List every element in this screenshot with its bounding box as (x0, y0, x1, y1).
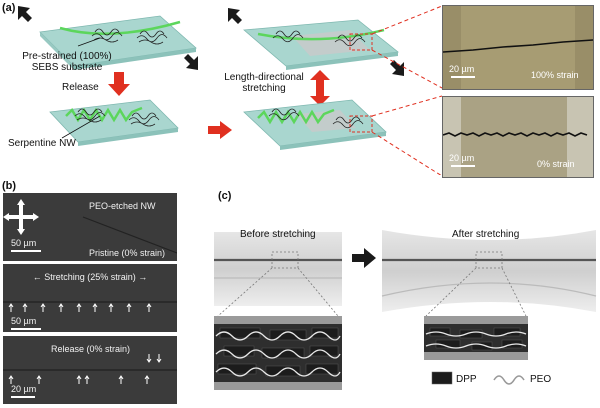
sem-caption: Release (0% strain) (51, 344, 131, 354)
substrate-top-right (243, 19, 399, 70)
dpp-legend-swatch (431, 371, 453, 385)
panel-a-letter: (a) (2, 2, 16, 14)
legend-peo-label: PEO (530, 374, 552, 385)
pull-arrow-icon (18, 6, 32, 22)
sem-release: Release (0% strain) 20 µm (3, 336, 177, 404)
sem-caption: ← Stretching (25% strain) → (32, 272, 148, 282)
sem-caption: Pristine (0% strain) (89, 248, 166, 258)
strain-label: 0% strain (537, 159, 575, 169)
substrate-bottom-left (49, 99, 179, 146)
panel-b-letter: (b) (2, 180, 17, 192)
zoom-lines (371, 5, 443, 175)
transition-arrow-icon (352, 248, 376, 268)
scale-label: 50 µm (11, 316, 37, 326)
scale-label: 50 µm (11, 238, 37, 248)
after-stretching-label: After stretching (452, 229, 520, 240)
legend-dpp-label: DPP (456, 374, 477, 385)
before-stretching-label: Before stretching (240, 229, 316, 240)
release-label: Release (62, 82, 99, 93)
pull-arrow-icon (390, 60, 404, 76)
sem-pristine: PEO-etched NW 50 µm Pristine (0% strain) (3, 193, 177, 261)
sem-title: PEO-etched NW (89, 201, 156, 211)
stretch-arrow-icon (310, 70, 330, 106)
stretch-label: Length-directional stretching (224, 72, 304, 94)
next-step-arrow-icon (208, 121, 232, 139)
scale-label: 20 µm (11, 384, 37, 394)
peo-legend-swatch (493, 375, 525, 385)
nanowire-arrows (8, 303, 152, 312)
substrate-top-left (39, 15, 197, 70)
scale-label: 20 µm (449, 64, 475, 74)
scale-label: 20 µm (449, 153, 475, 163)
serpentine-label: Serpentine NW (8, 138, 76, 149)
release-arrow-icon (108, 72, 130, 96)
micrograph-0-strain: 20 µm 0% strain (442, 96, 594, 178)
substrate-bottom-right (243, 99, 387, 150)
strain-label: 100% strain (531, 70, 579, 80)
panel-a-schematic (18, 5, 443, 175)
direction-cross-icon (3, 199, 39, 235)
substrate-label: Pre-strained (100%) SEBS substrate (22, 51, 112, 73)
panel-c-letter: (c) (218, 190, 232, 202)
pull-arrow-icon (184, 54, 198, 70)
micrograph-100-strain: 20 µm 100% strain (442, 5, 594, 90)
pull-arrow-icon (228, 8, 242, 24)
sem-stretching: ← Stretching (25% strain) → 50 µm (3, 264, 177, 332)
nanowire-arrows (8, 354, 162, 384)
panel-c-schematic (214, 230, 597, 390)
